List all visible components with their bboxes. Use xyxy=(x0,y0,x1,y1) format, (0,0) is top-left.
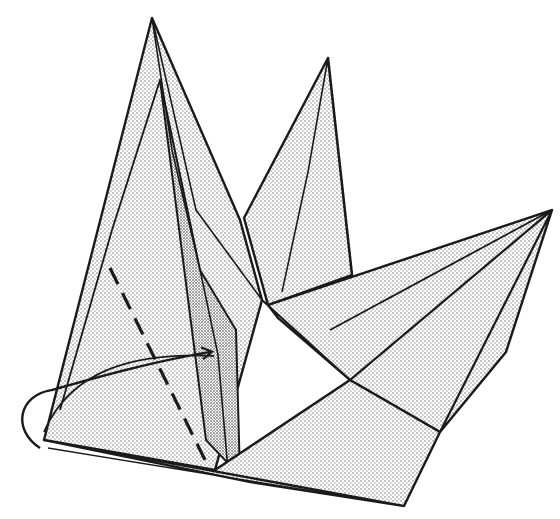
back-right-point xyxy=(244,58,352,305)
